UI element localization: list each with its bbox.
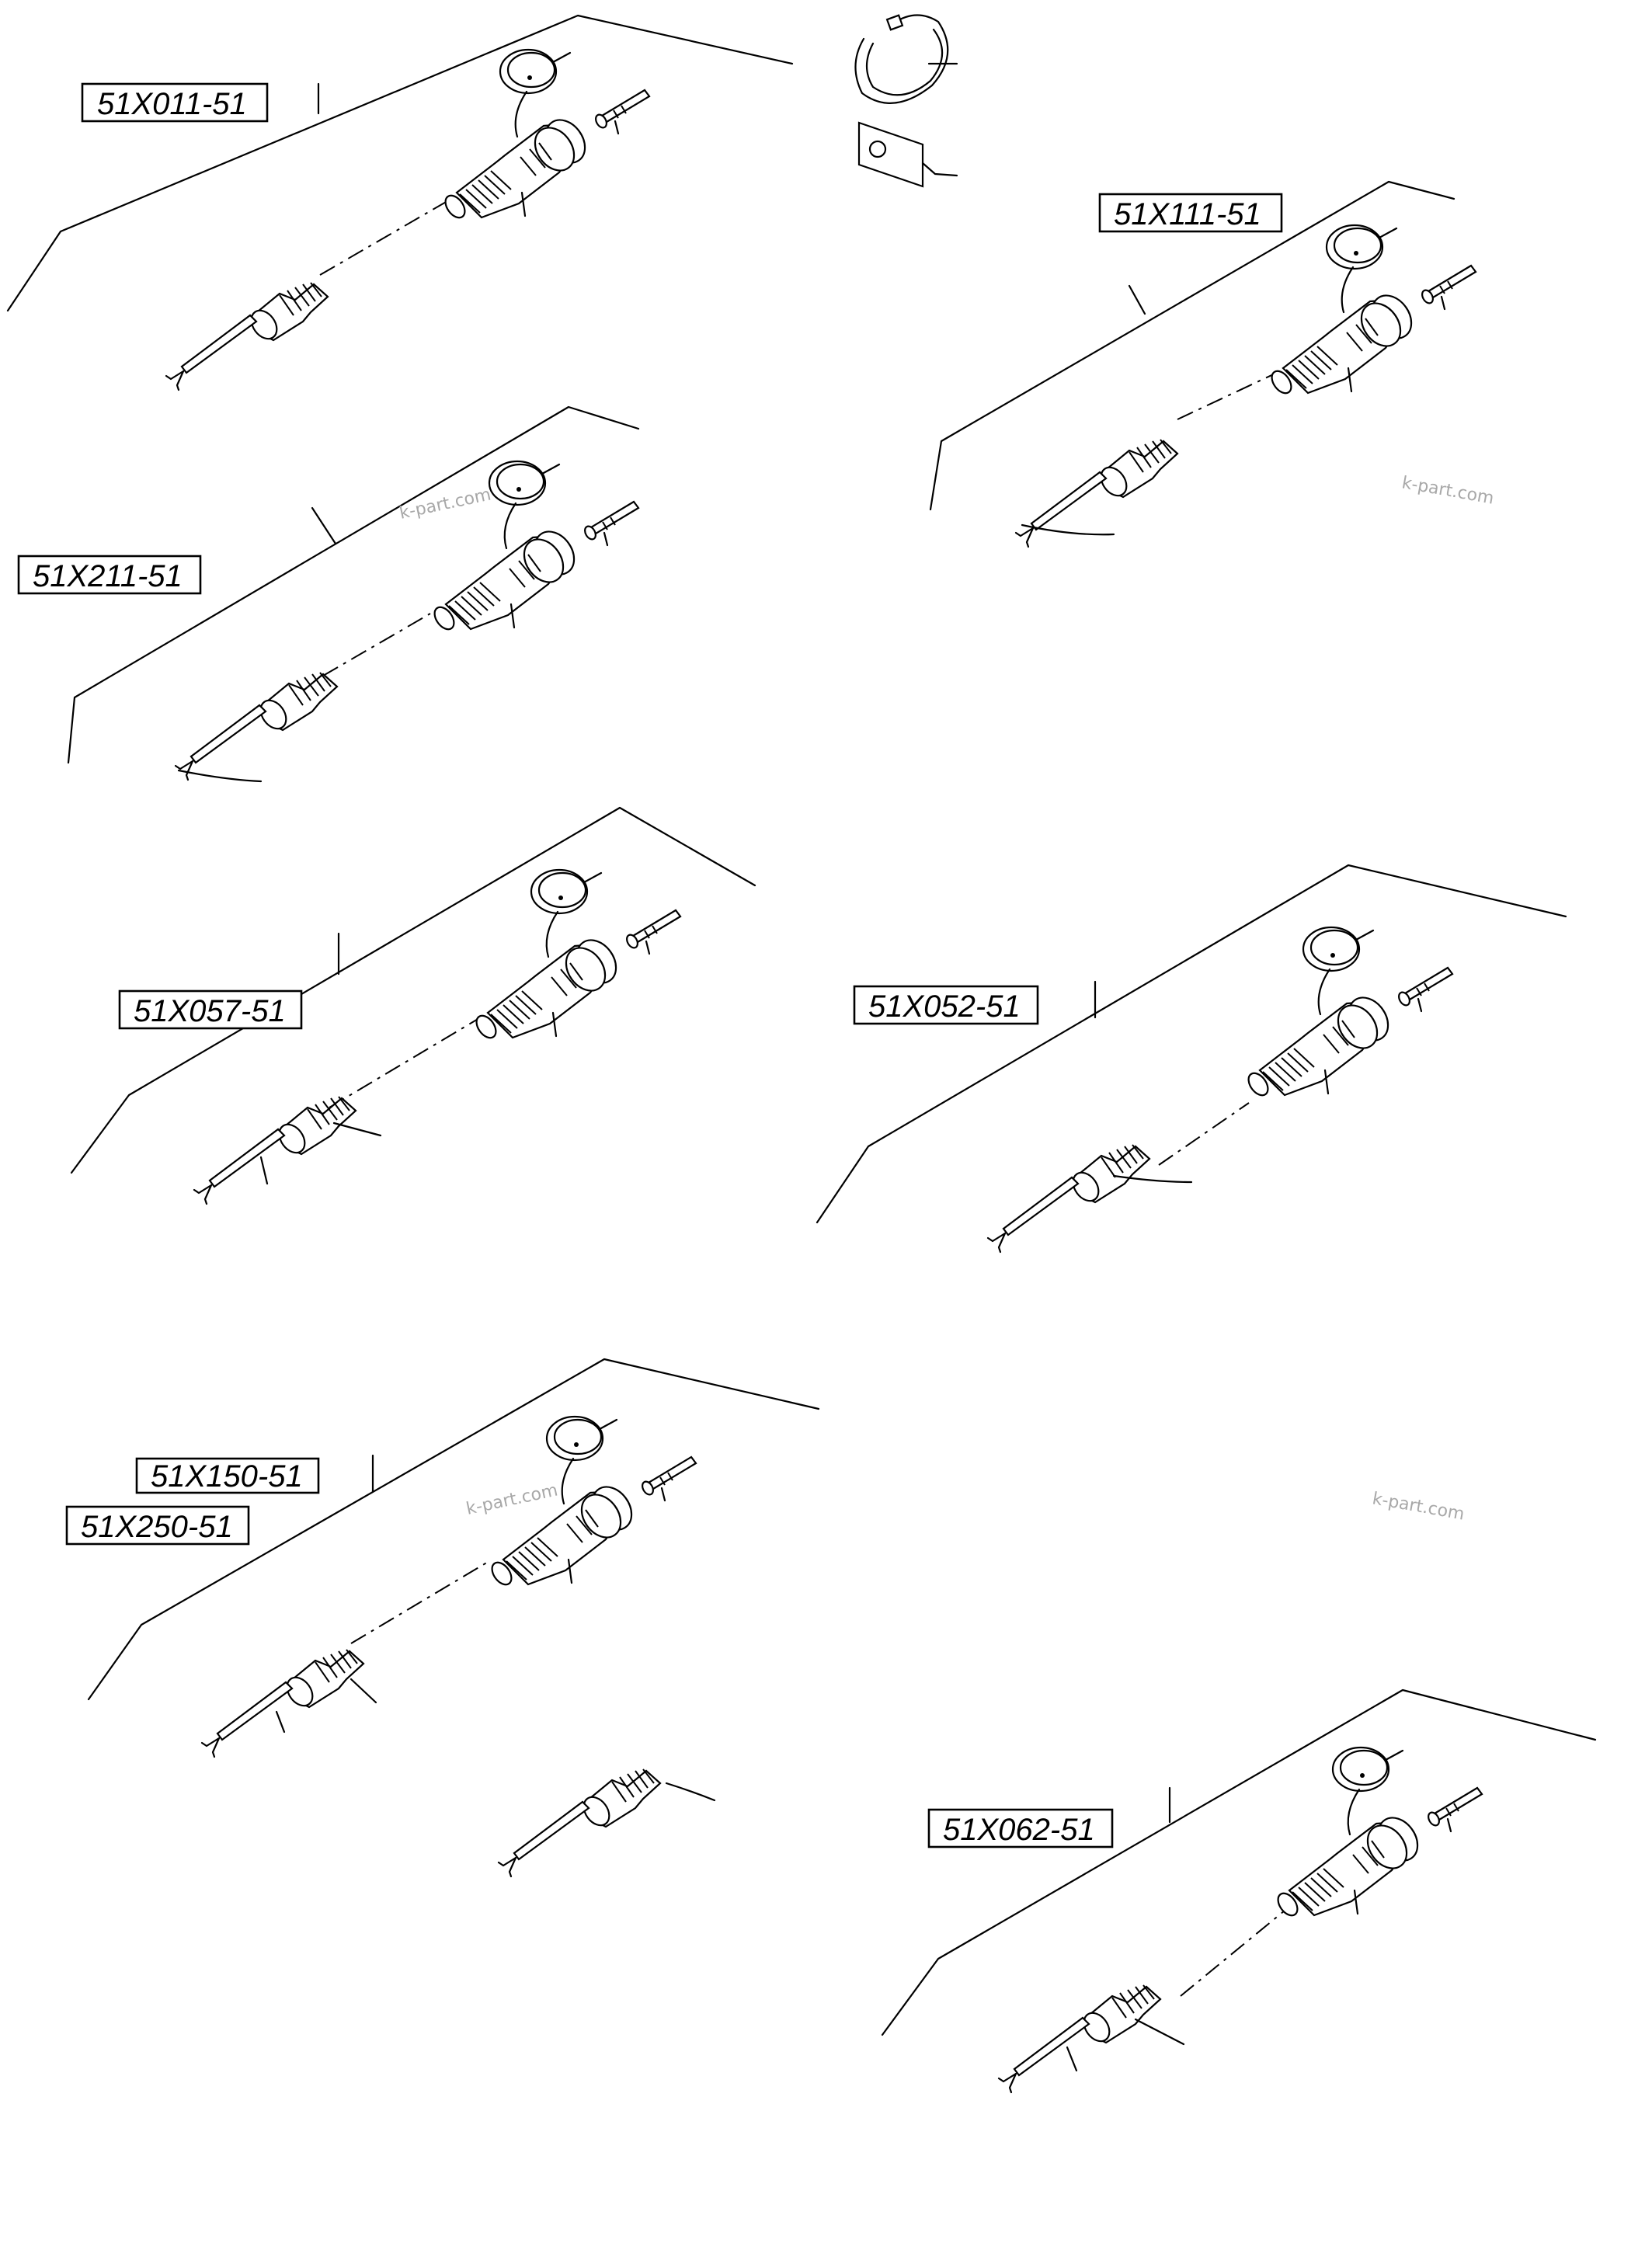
assembly-51x111: 51X111-51	[929, 180, 1477, 548]
assembly-51x057: 51X057-51	[70, 806, 756, 1205]
watermark-4: k-part.com	[1371, 1489, 1466, 1524]
label-box-51x211	[17, 555, 202, 595]
assembly-code-51x011: 51X011-51	[97, 87, 247, 121]
label-box-51x052	[853, 985, 1039, 1025]
watermark-2: k-part.com	[1400, 473, 1495, 508]
assembly-51x062: 51X062-51	[881, 1688, 1597, 2094]
spare-plug	[497, 1768, 662, 1878]
label-box-51x062	[927, 1808, 1114, 1848]
label-box-51x057	[118, 989, 303, 1030]
assembly-51x211: 51X211-51	[17, 405, 640, 783]
assembly-code-51x250: 51X250-51	[81, 1510, 233, 1544]
assembly-code-51x062: 51X062-51	[943, 1813, 1095, 1847]
assembly-code-51x211: 51X211-51	[33, 559, 183, 593]
cable-tie-icon	[854, 14, 958, 104]
label-box-51x150	[135, 1457, 320, 1494]
assembly-code-51x111: 51X111-51	[1114, 197, 1261, 231]
assembly-code-51x150: 51X150-51	[151, 1459, 303, 1494]
label-box-51x111	[1098, 193, 1283, 233]
watermark-3: k-part.com	[464, 1481, 559, 1519]
label-box-51x011	[81, 82, 269, 123]
label-box-51x250	[65, 1505, 250, 1546]
tag-icon	[857, 121, 958, 188]
assembly-51x011: 51X011-51	[6, 14, 794, 391]
assembly-51x150-51x250: 51X150-51 51X250-51	[65, 1358, 820, 1878]
assembly-code-51x052: 51X052-51	[868, 989, 1021, 1024]
watermark-1: k-part.com	[398, 485, 492, 523]
assembly-code-51x057: 51X057-51	[134, 994, 286, 1028]
assembly-51x052: 51X052-51	[816, 864, 1567, 1254]
